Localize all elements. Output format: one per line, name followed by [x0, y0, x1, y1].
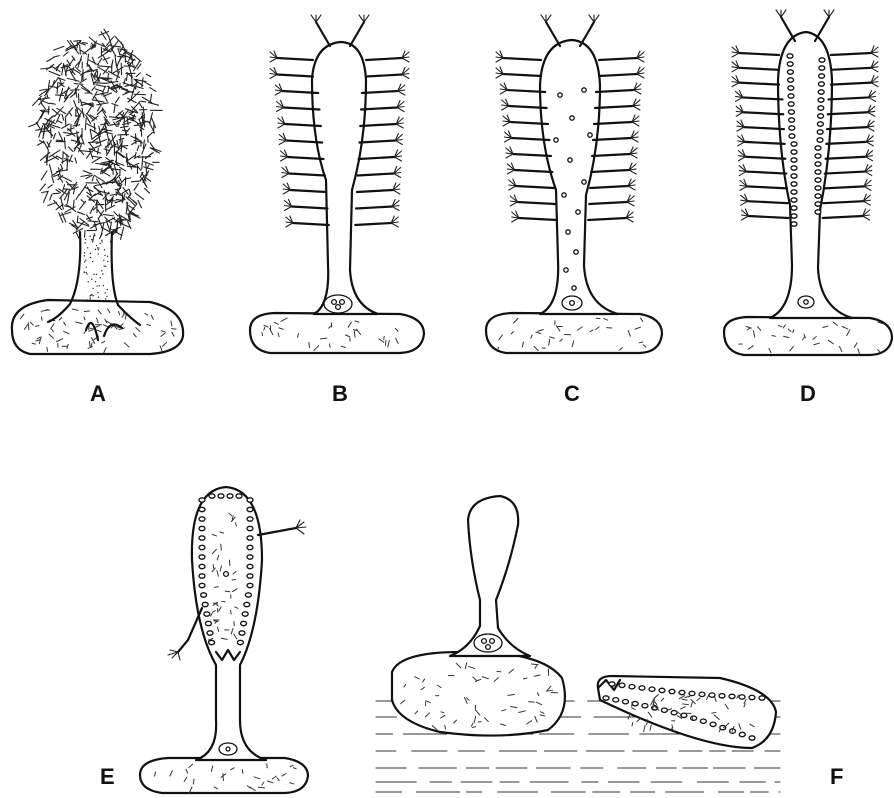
panel-b-substrate — [250, 313, 424, 353]
panel-f-label: F — [830, 764, 843, 789]
panel-d-substrate — [724, 317, 892, 355]
panel-b-basal-cell — [324, 295, 352, 313]
panel-c-basal-cell — [562, 296, 582, 310]
panel-d-basal-cell — [798, 296, 814, 308]
panel-d-label: D — [800, 381, 816, 406]
panel-b-label: B — [332, 381, 348, 406]
panel-a-label: A — [90, 381, 106, 406]
panel-f-substrate — [392, 652, 565, 736]
panel-c-label: C — [564, 381, 580, 406]
panel-e-basal-cell — [219, 743, 237, 755]
panel-e-label: E — [100, 764, 115, 789]
panel-f-basal-cell — [474, 634, 502, 652]
